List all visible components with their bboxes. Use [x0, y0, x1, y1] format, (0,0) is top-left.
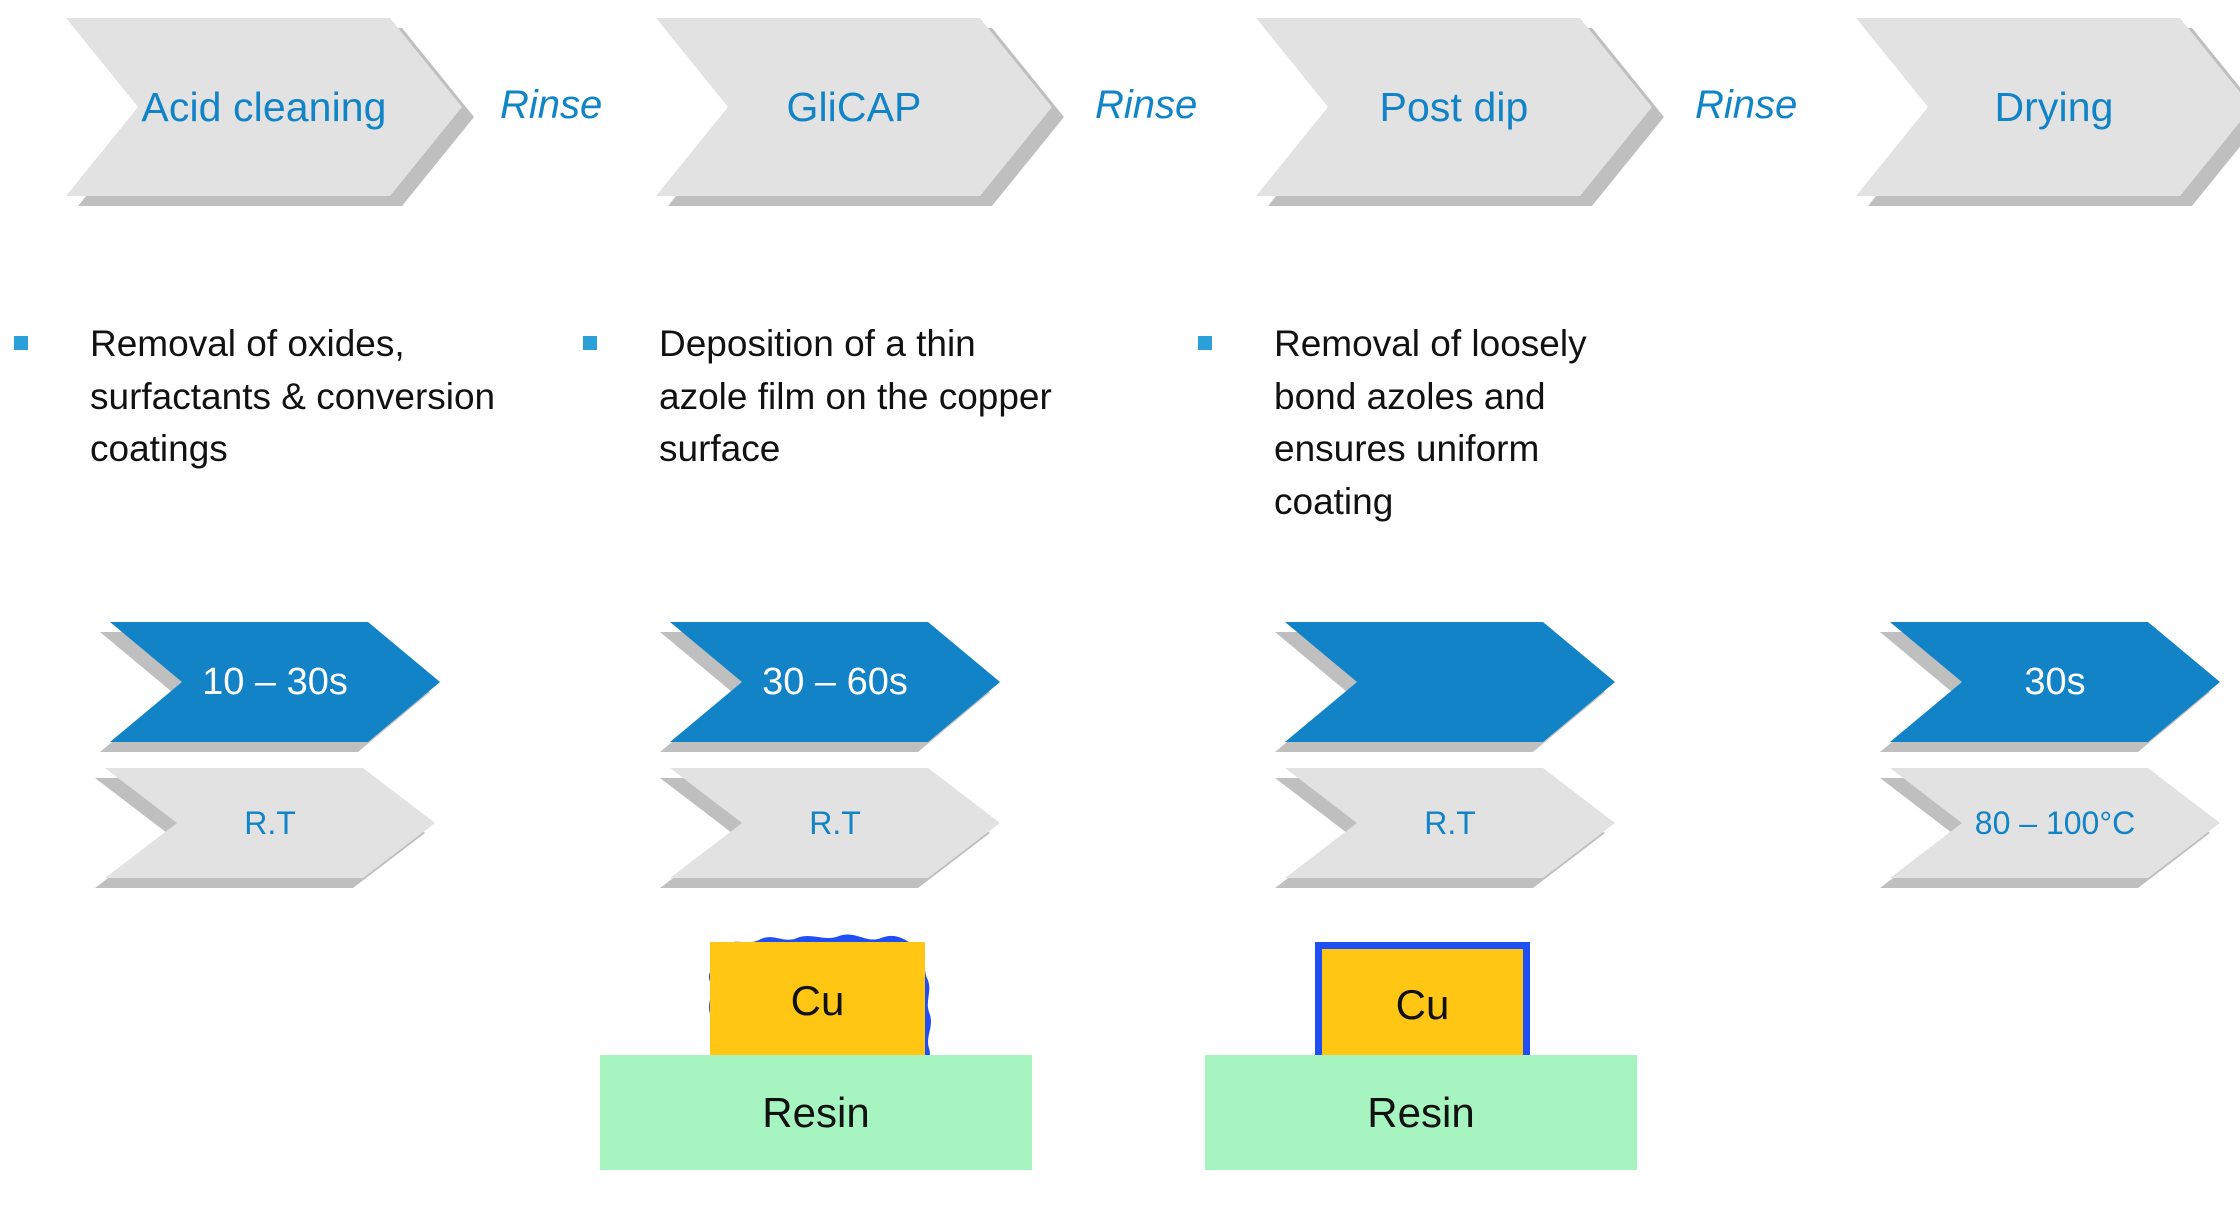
- cross-section-glicap: Cu Resin: [600, 920, 1040, 1210]
- rinse-label-2: Rinse: [1095, 83, 1198, 127]
- description-text-2: Deposition of a thin azole film on the c…: [659, 323, 1052, 470]
- temp-label-glicap: R.T: [809, 805, 861, 841]
- copper-label: Cu: [790, 977, 845, 1024]
- resin-label: Resin: [762, 1088, 870, 1136]
- resin-block-glicap: Resin: [600, 1055, 1032, 1170]
- step-chevron-glicap[interactable]: GliCAP: [656, 18, 1052, 196]
- step-chevron-acid-cleaning[interactable]: Acid cleaning: [66, 18, 462, 196]
- step-chevron-drying[interactable]: Drying: [1856, 18, 2240, 196]
- step-label-acid-cleaning: Acid cleaning: [141, 83, 387, 130]
- bullet-square-icon: [583, 336, 597, 350]
- description-text-3: Removal of loosely bond azoles and ensur…: [1274, 323, 1587, 522]
- step-label-drying: Drying: [1994, 83, 2114, 130]
- step-chevron-post-dip[interactable]: Post dip: [1256, 18, 1652, 196]
- resin-label: Resin: [1367, 1088, 1475, 1136]
- rinse-label-3: Rinse: [1695, 83, 1798, 127]
- rinse-label-1: Rinse: [500, 83, 603, 127]
- description-block-3: Removal of loosely bond azoles and ensur…: [1198, 318, 1668, 528]
- time-label-acid-cleaning: 10 – 30s: [202, 661, 348, 703]
- step-label-glicap: GliCAP: [786, 83, 922, 130]
- cross-section-post-dip: Cu Resin: [1205, 920, 1645, 1210]
- time-label-drying: 30s: [2024, 661, 2086, 703]
- copper-block-post-dip: Cu: [1315, 942, 1530, 1060]
- temp-label-drying: 80 – 100°C: [1974, 805, 2136, 841]
- copper-label: Cu: [1395, 980, 1450, 1028]
- bullet-square-icon: [14, 336, 28, 350]
- resin-block-post-dip: Resin: [1205, 1055, 1637, 1170]
- description-text-1: Removal of oxides, surfactants & convers…: [90, 323, 496, 470]
- bullet-square-icon: [1198, 336, 1212, 350]
- step-label-post-dip: Post dip: [1379, 83, 1529, 130]
- description-block-2: Deposition of a thin azole film on the c…: [583, 318, 1073, 476]
- description-block-1: Removal of oxides, surfactants & convers…: [14, 318, 534, 476]
- time-label-glicap: 30 – 60s: [762, 661, 908, 703]
- copper-block-glicap: Cu: [710, 942, 925, 1060]
- temp-label-acid-cleaning: R.T: [244, 805, 296, 841]
- temp-label-post-dip: R.T: [1424, 805, 1476, 841]
